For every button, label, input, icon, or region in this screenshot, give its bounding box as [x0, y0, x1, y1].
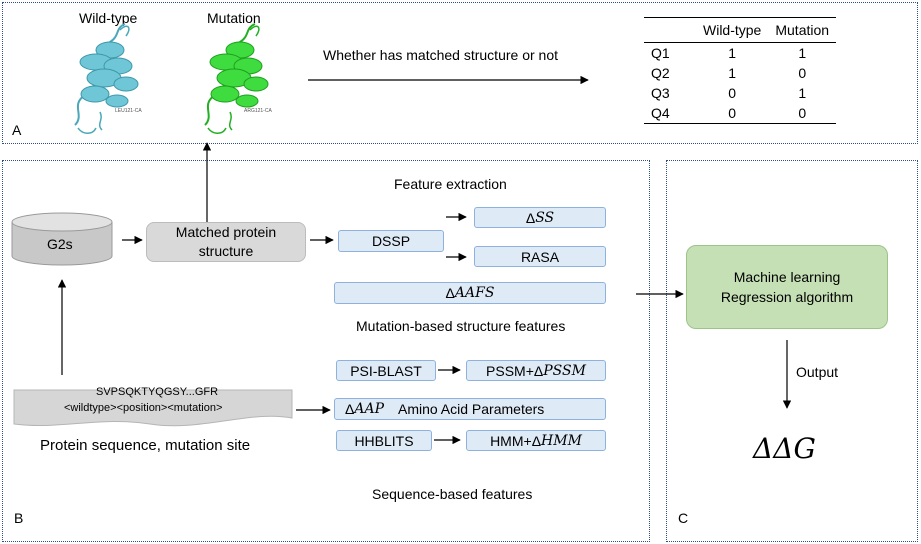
pssm-prefix: PSSM+	[486, 362, 534, 379]
mutation-protein-image	[204, 23, 269, 134]
matched-protein-structure-box: Matched protein structure	[146, 222, 306, 262]
delta-symbol: Δ	[445, 285, 455, 301]
wildtype-protein-image	[74, 23, 139, 134]
rasa-box: RASA	[474, 246, 606, 267]
table-cell: Q2	[651, 65, 670, 81]
panel-a	[2, 2, 918, 144]
delta-symbol: Δ	[533, 362, 544, 379]
ml-line-1: Machine learning	[733, 269, 841, 285]
delta-symbol: Δ	[345, 401, 355, 417]
presence-table: Wild-type Mutation Q1 1 1 Q2 1 0 Q3 0 1 …	[644, 17, 837, 124]
panel-a-letter: A	[12, 122, 22, 138]
table-cell: 0	[728, 85, 737, 101]
g2s-database-icon	[11, 212, 113, 266]
matched-structure-question: Whether has matched structure or not	[323, 47, 558, 63]
protein-sequence-label: Protein sequence, mutation site	[40, 437, 251, 454]
table-header-empty	[644, 17, 696, 43]
hmm-prefix: HMM+	[490, 432, 532, 449]
table-row: Q1 1 1	[644, 43, 836, 64]
table-row: Q3 0 1	[644, 83, 836, 103]
output-label: Output	[796, 364, 839, 380]
sequence-line-1: SVPSQKTYQGSY...GFR	[96, 386, 219, 398]
table-row: Q2 1 0	[644, 63, 836, 83]
table-cell: 0	[696, 103, 769, 124]
aafs-label: AAFS	[454, 285, 495, 301]
aap-label: AAP	[354, 401, 384, 417]
table-header-wildtype: Wild-type	[696, 17, 769, 43]
ddg-result: ΔΔG	[753, 432, 816, 465]
aap-description: Amino Acid Parameters	[398, 401, 545, 417]
table-header-mutation: Mutation	[768, 17, 837, 43]
hhblits-label: HHBLITS	[354, 432, 414, 449]
panel-b	[2, 160, 650, 542]
table-row: Q4 0 0	[644, 103, 837, 124]
matched-line-1: Matched protein	[175, 224, 277, 240]
mutation-residue-label: ARG121-CA	[244, 108, 272, 114]
panel-c	[666, 160, 918, 542]
table-cell: 1	[798, 85, 807, 101]
ml-line-2: Regression algorithm	[720, 289, 854, 305]
hhblits-box: HHBLITS	[336, 430, 432, 451]
rasa-label: RASA	[520, 248, 560, 265]
sequence-based-features-label: Sequence-based features	[372, 486, 533, 502]
mutation-label: Mutation	[207, 10, 261, 26]
mutation-based-features-label: Mutation-based structure features	[356, 318, 566, 334]
table-cell: Q4	[644, 103, 696, 124]
psiblast-box: PSI-BLAST	[336, 360, 436, 381]
table-cell: Q1	[651, 45, 670, 61]
g2s-label: G2s	[47, 236, 73, 252]
delta-symbol: Δ	[525, 209, 536, 226]
wildtype-label: Wild-type	[79, 10, 138, 26]
delta-symbol: Δ	[531, 432, 542, 449]
feature-extraction-title: Feature extraction	[394, 176, 507, 192]
sequence-document-shape	[13, 389, 293, 427]
table-cell: 0	[798, 65, 807, 81]
panel-b-letter: B	[14, 510, 24, 526]
sequence-line-2: <wildtype><position><mutation>	[64, 402, 223, 414]
table-cell: 1	[728, 45, 737, 61]
machine-learning-box: Machine learning Regression algorithm	[686, 245, 888, 329]
table-cell: 1	[728, 65, 737, 81]
dssp-box: DSSP	[338, 230, 444, 252]
wildtype-residue-label: LEU121-CA	[115, 108, 142, 114]
psiblast-label: PSI-BLAST	[350, 362, 422, 379]
matched-line-2: structure	[198, 243, 254, 259]
table-cell: 0	[768, 103, 837, 124]
dssp-label: DSSP	[371, 233, 411, 249]
table-cell: Q3	[651, 85, 670, 101]
ss-label: SS	[535, 209, 555, 226]
hmm-label: HMM	[541, 432, 582, 449]
pssm-label: PSSM	[543, 362, 586, 379]
table-cell: 1	[798, 45, 807, 61]
panel-c-letter: C	[678, 510, 689, 526]
